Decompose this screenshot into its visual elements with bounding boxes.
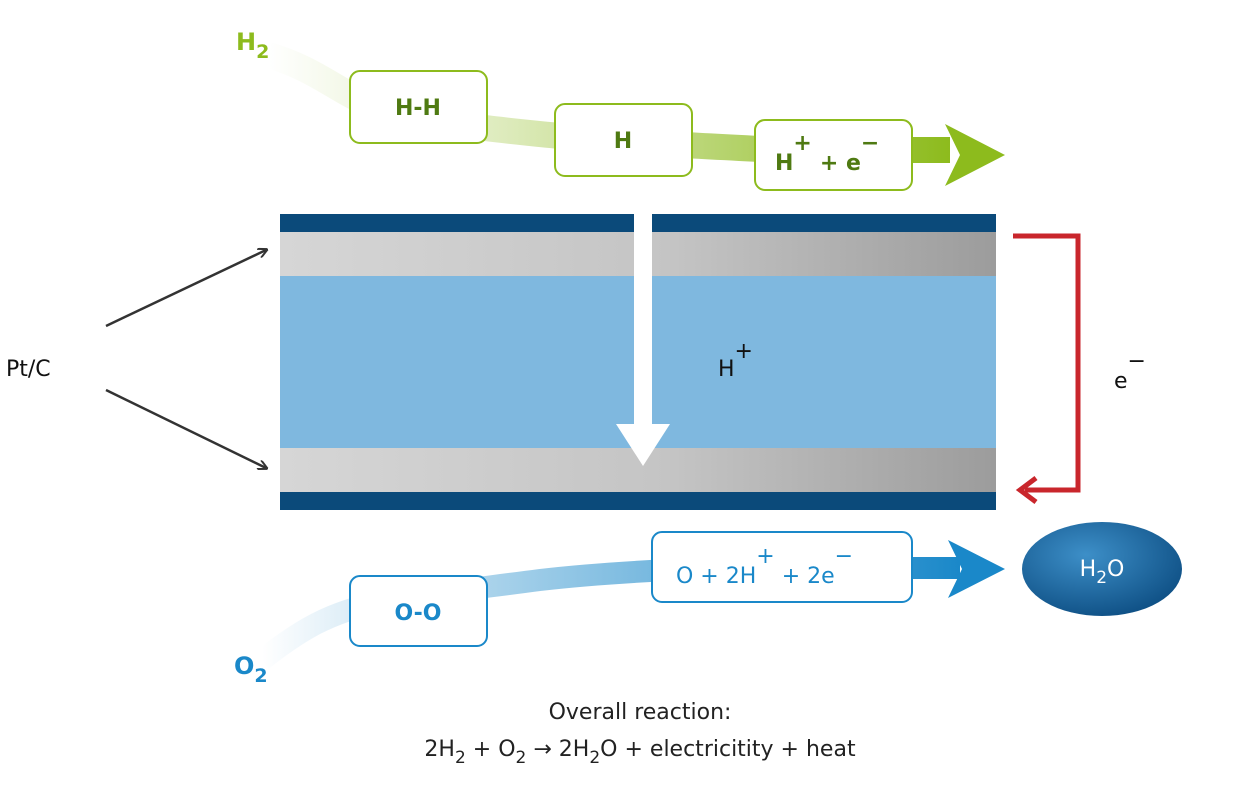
catalyst-label: Pt/C [6,357,51,382]
cathode-reaction-label: O + 2H+ + 2e− [676,544,853,589]
water-product-label: H2O [1080,557,1125,588]
o-o-label: O-O [395,601,442,626]
electron-circuit-arrowhead [1015,476,1038,504]
water-product-ellipse [1022,522,1182,616]
proton-transport-arrow [616,214,670,466]
hydrogen-atom-box [554,103,693,177]
cathode-reaction-box [651,531,913,603]
h-h-label: H-H [395,96,441,121]
hydrogen-flow-arrowhead [945,124,1005,186]
oxygen-gas-label: O2 [234,652,268,687]
hydrogen-atom-label: H [614,129,632,154]
electron-circuit-line [1013,233,1081,493]
catalyst-arrow-top [105,250,266,328]
proton-electron-box [754,119,913,191]
hydrogen-gas-label: H2 [236,28,269,63]
o-o-box [349,575,488,647]
proton-electron-label: H++ e− [775,131,879,176]
overall-reaction-equation: 2H2 + O2 → 2H2O + electricitity + heat [424,737,856,768]
h-h-box [349,70,488,144]
oxygen-flow-arrowhead [948,540,1005,598]
bottom-bipolar-plate [280,492,996,510]
overall-reaction-title: Overall reaction: [549,700,732,725]
catalyst-arrow-bottom [105,388,266,468]
membrane-proton-label: H+ [718,339,753,382]
electron-label: e− [1114,349,1146,394]
